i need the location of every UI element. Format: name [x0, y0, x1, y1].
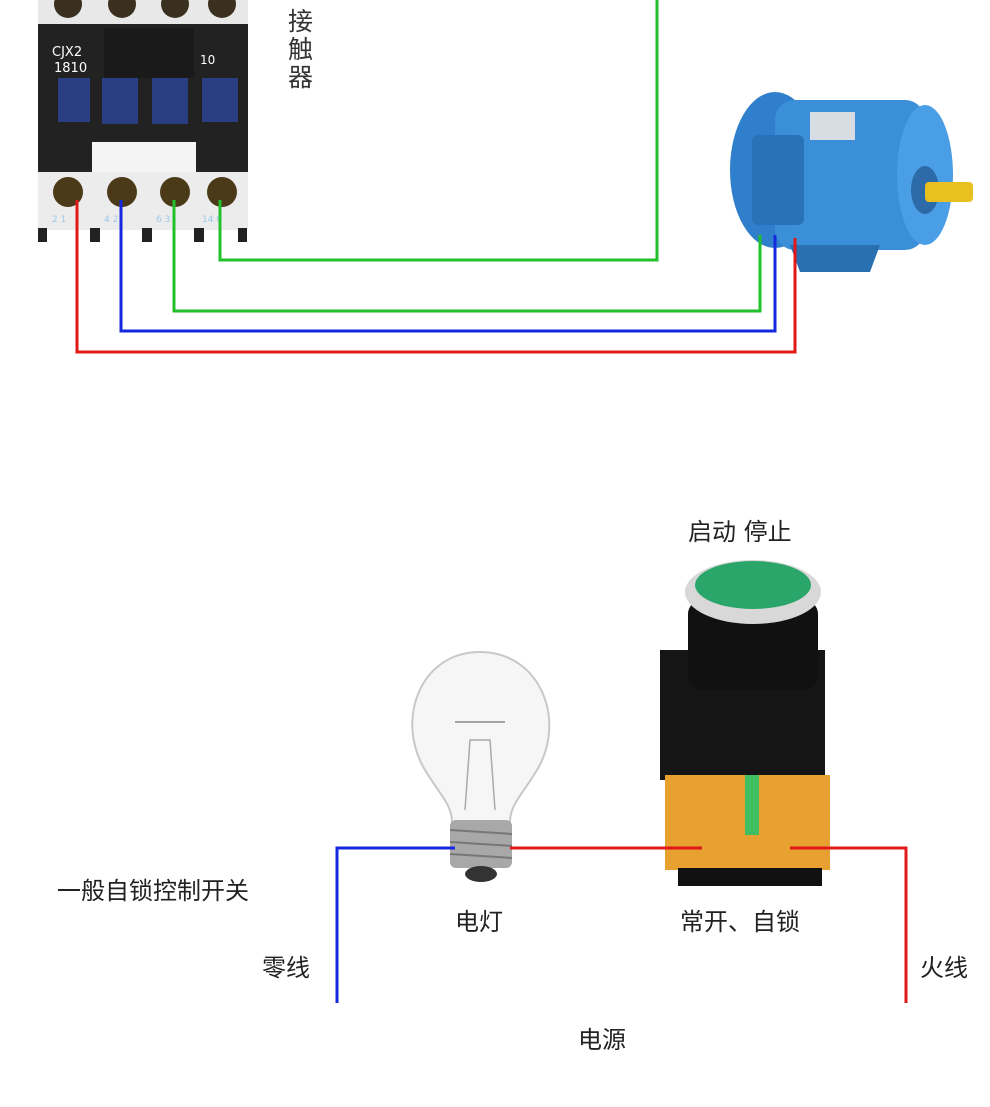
contactor-aux: 10 [200, 53, 215, 67]
button-label: 启动 停止 [688, 518, 792, 546]
power-label: 电源 [578, 1026, 626, 1054]
live-label: 火线 [920, 954, 968, 982]
red-wire-top [75, 200, 797, 354]
push-switch-image [660, 560, 830, 886]
bulb-image [411, 650, 551, 882]
contactor-model-1: CJX2 [52, 45, 82, 60]
terminal-2: 4 2 [104, 215, 118, 225]
terminal-3: 6 3 [156, 215, 170, 225]
neutral-label: 零线 [262, 954, 310, 982]
neutral-wire [335, 846, 455, 1003]
lamp-label: 电灯 [455, 908, 503, 936]
contactor-label: 接触器 [288, 7, 314, 92]
terminal-1: 2 1 [52, 215, 66, 225]
green-wire-control [218, 0, 659, 262]
switch-label: 常开、自锁 [680, 908, 800, 936]
contactor-model-2: 1810 [54, 61, 87, 76]
contactor-image: CJX2 1810 10 2 1 4 2 6 3 14 0 [38, 0, 248, 242]
live-wire [790, 846, 908, 1003]
terminal-4: 14 0 [202, 215, 222, 225]
switch-title: 一般自锁控制开关 [57, 877, 249, 905]
motor-image [730, 92, 973, 272]
green-wire-motor [172, 200, 762, 313]
blue-wire-top [119, 200, 777, 333]
